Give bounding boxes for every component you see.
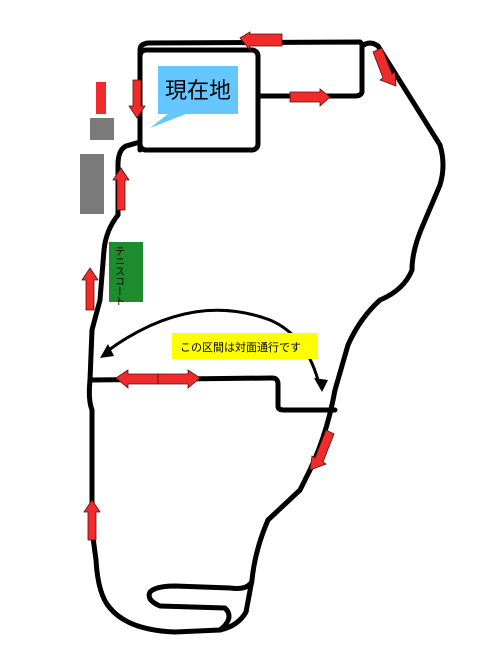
two-way-note-box: [172, 333, 318, 359]
arrow-cross-right: [157, 369, 201, 389]
upper-loop-road: [137, 39, 365, 153]
small-building: [90, 118, 114, 140]
left-road: [86, 139, 303, 635]
large-building: [80, 154, 104, 214]
two-way-note: この区間は対面通行です: [180, 340, 301, 354]
arrow-right-exit: [289, 88, 331, 107]
current-location-label: 現在地: [165, 79, 231, 104]
arrow-left-top: [239, 31, 283, 52]
arrow-up-left-3: [83, 499, 101, 541]
tennis-court-label: テニスコート: [113, 246, 124, 306]
cross-road: [87, 375, 338, 413]
current-location-callout: [150, 66, 238, 128]
bottom-hairpin-road: [146, 581, 253, 633]
arrow-down-right: [372, 47, 397, 87]
arrow-cross-left: [115, 369, 159, 389]
rounded-loop-road: [297, 40, 446, 493]
tennis-court: [109, 242, 143, 302]
arrow-down-entry: [128, 79, 146, 119]
arrow-up-left-1: [112, 167, 130, 211]
red-marker: [96, 82, 106, 114]
arrow-up-left-2: [81, 267, 99, 311]
arrow-down-left: [309, 429, 335, 471]
two-way-arrowhead-left: [100, 344, 114, 358]
two-way-arrowhead-right: [314, 378, 328, 392]
